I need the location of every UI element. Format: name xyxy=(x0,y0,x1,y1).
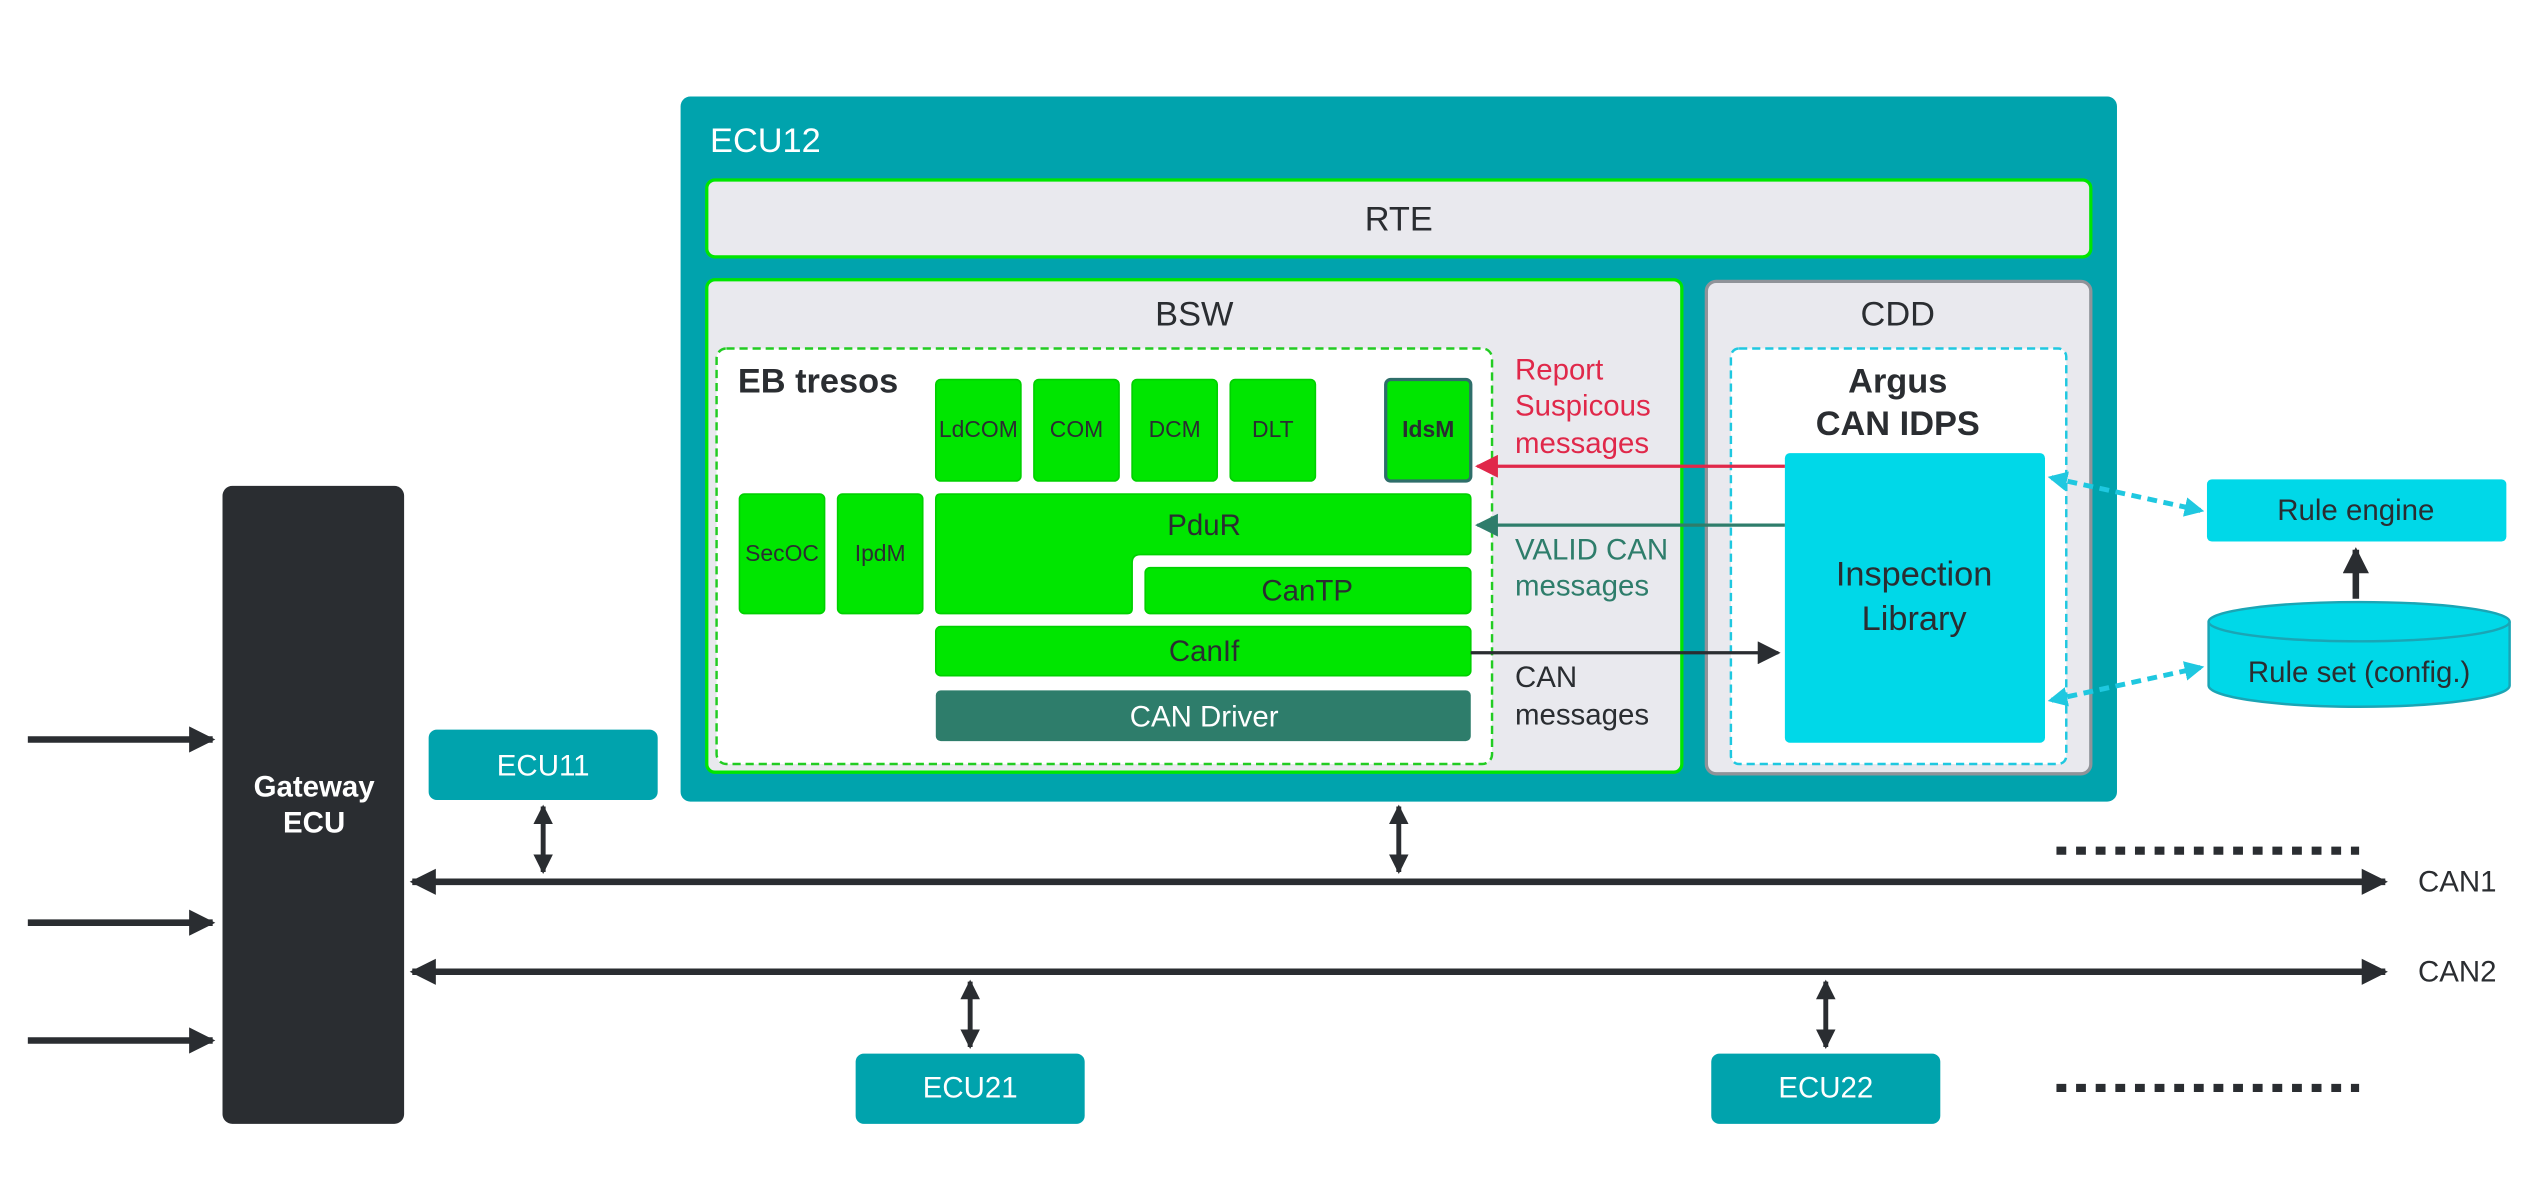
gateway-label-1: Gateway xyxy=(254,771,376,804)
module-cantp[interactable]: CanTP xyxy=(1144,566,1472,615)
report-line-2: Suspicous xyxy=(1515,390,1651,423)
module-can-driver[interactable]: CAN Driver xyxy=(935,690,1471,742)
module-secoc[interactable]: SecOC xyxy=(738,493,826,615)
ecu22-box[interactable]: ECU22 xyxy=(1711,1053,1941,1124)
report-line-3: messages xyxy=(1515,427,1649,460)
gateway-label-2: ECU xyxy=(283,807,345,840)
ecu11-box[interactable]: ECU11 xyxy=(428,729,658,800)
can-messages-label: CAN messages xyxy=(1515,661,1649,732)
argus-title-2: CAN IDPS xyxy=(1816,405,1980,443)
module-dcm-label: DCM xyxy=(1149,416,1201,442)
can1-label: CAN1 xyxy=(2418,866,2497,899)
ecu21-label: ECU21 xyxy=(923,1072,1018,1105)
ecu22-label: ECU22 xyxy=(1778,1072,1873,1105)
module-canif[interactable]: CanIf xyxy=(934,625,1472,677)
bsw-label: BSW xyxy=(1155,296,1234,334)
can-line-2: messages xyxy=(1515,699,1649,732)
module-canif-label: CanIf xyxy=(1169,635,1240,668)
inspection-engine-link xyxy=(2047,471,2205,517)
module-cantp-label: CanTP xyxy=(1261,574,1353,607)
gateway-ecu[interactable]: Gateway ECU xyxy=(222,485,405,1124)
rte-label: RTE xyxy=(1365,201,1433,239)
can2-label: CAN2 xyxy=(2418,956,2497,989)
ecu11-label: ECU11 xyxy=(497,749,590,782)
ecu12-title: ECU12 xyxy=(710,122,821,160)
valid-can-label: VALID CAN messages xyxy=(1515,534,1668,603)
module-pdur[interactable]: PduR xyxy=(934,493,1472,615)
module-ipdm-label: IpdM xyxy=(855,540,906,566)
module-dcm[interactable]: DCM xyxy=(1131,378,1219,482)
module-com[interactable]: COM xyxy=(1033,378,1120,482)
valid-line-1: VALID CAN xyxy=(1515,534,1668,567)
rule-engine-box[interactable]: Rule engine xyxy=(2206,479,2507,542)
module-can-driver-label: CAN Driver xyxy=(1130,700,1279,733)
inspection-ruleset-link xyxy=(2047,661,2205,707)
module-ldcom-label: LdCOM xyxy=(939,416,1018,442)
rule-engine-label: Rule engine xyxy=(2277,494,2434,527)
argus-title-1: Argus xyxy=(1848,363,1947,401)
module-com-label: COM xyxy=(1050,416,1103,442)
module-idsm[interactable]: IdsM xyxy=(1384,377,1473,483)
module-dlt[interactable]: DLT xyxy=(1229,378,1317,482)
rte-layer: RTE xyxy=(705,178,2093,259)
ecu21-box[interactable]: ECU21 xyxy=(855,1053,1085,1124)
valid-line-2: messages xyxy=(1515,570,1649,603)
module-pdur-label: PduR xyxy=(1167,509,1241,542)
inspection-line-1: Inspection xyxy=(1836,556,1993,594)
rule-set-database[interactable]: Rule set (config.) xyxy=(2207,600,2511,708)
report-suspicious-label: Report Suspicous messages xyxy=(1515,354,1651,461)
module-secoc-label: SecOC xyxy=(745,540,819,566)
cdd-label: CDD xyxy=(1861,296,1935,334)
module-ipdm[interactable]: IpdM xyxy=(836,493,924,615)
eb-tresos-title: EB tresos xyxy=(738,363,898,401)
inspection-line-2: Library xyxy=(1862,600,1968,638)
can-line-1: CAN xyxy=(1515,661,1577,694)
report-line-1: Report xyxy=(1515,354,1603,387)
inspection-library[interactable]: Inspection Library xyxy=(1784,453,2046,743)
module-idsm-label: IdsM xyxy=(1402,416,1454,442)
module-dlt-label: DLT xyxy=(1252,416,1294,442)
rule-set-label: Rule set (config.) xyxy=(2248,656,2471,689)
module-ldcom[interactable]: LdCOM xyxy=(934,378,1022,482)
